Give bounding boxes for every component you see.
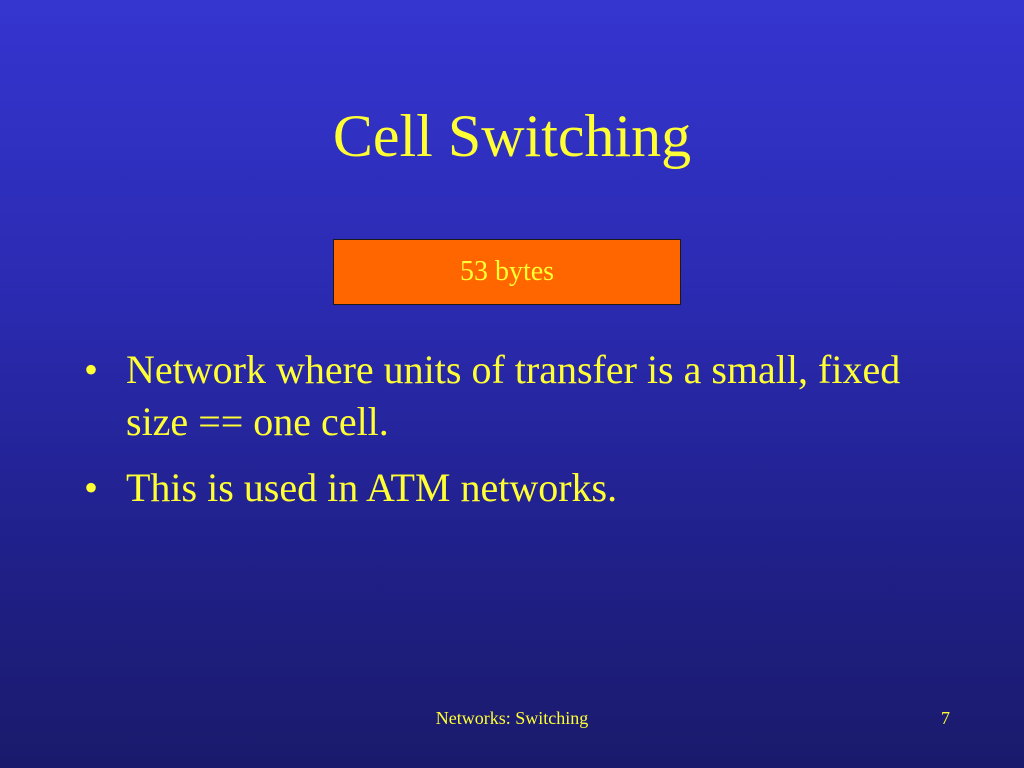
footer-title: Networks: Switching xyxy=(435,708,589,728)
bullet-item: • This is used in ATM networks. xyxy=(84,462,944,514)
page-number: 7 xyxy=(941,708,950,728)
slide-title: Cell Switching xyxy=(332,103,692,169)
bullet-text: This is used in ATM networks. xyxy=(126,465,618,510)
cell-size-label: 53 bytes xyxy=(459,256,555,287)
cell-diagram-box: 53 bytes xyxy=(333,239,681,305)
bullet-list: • Network where units of transfer is a s… xyxy=(84,344,944,528)
bullet-marker: • xyxy=(84,347,99,392)
bullet-text: Network where units of transfer is a sma… xyxy=(126,347,901,444)
bullet-item: • Network where units of transfer is a s… xyxy=(84,344,944,448)
bullet-marker: • xyxy=(84,465,99,510)
